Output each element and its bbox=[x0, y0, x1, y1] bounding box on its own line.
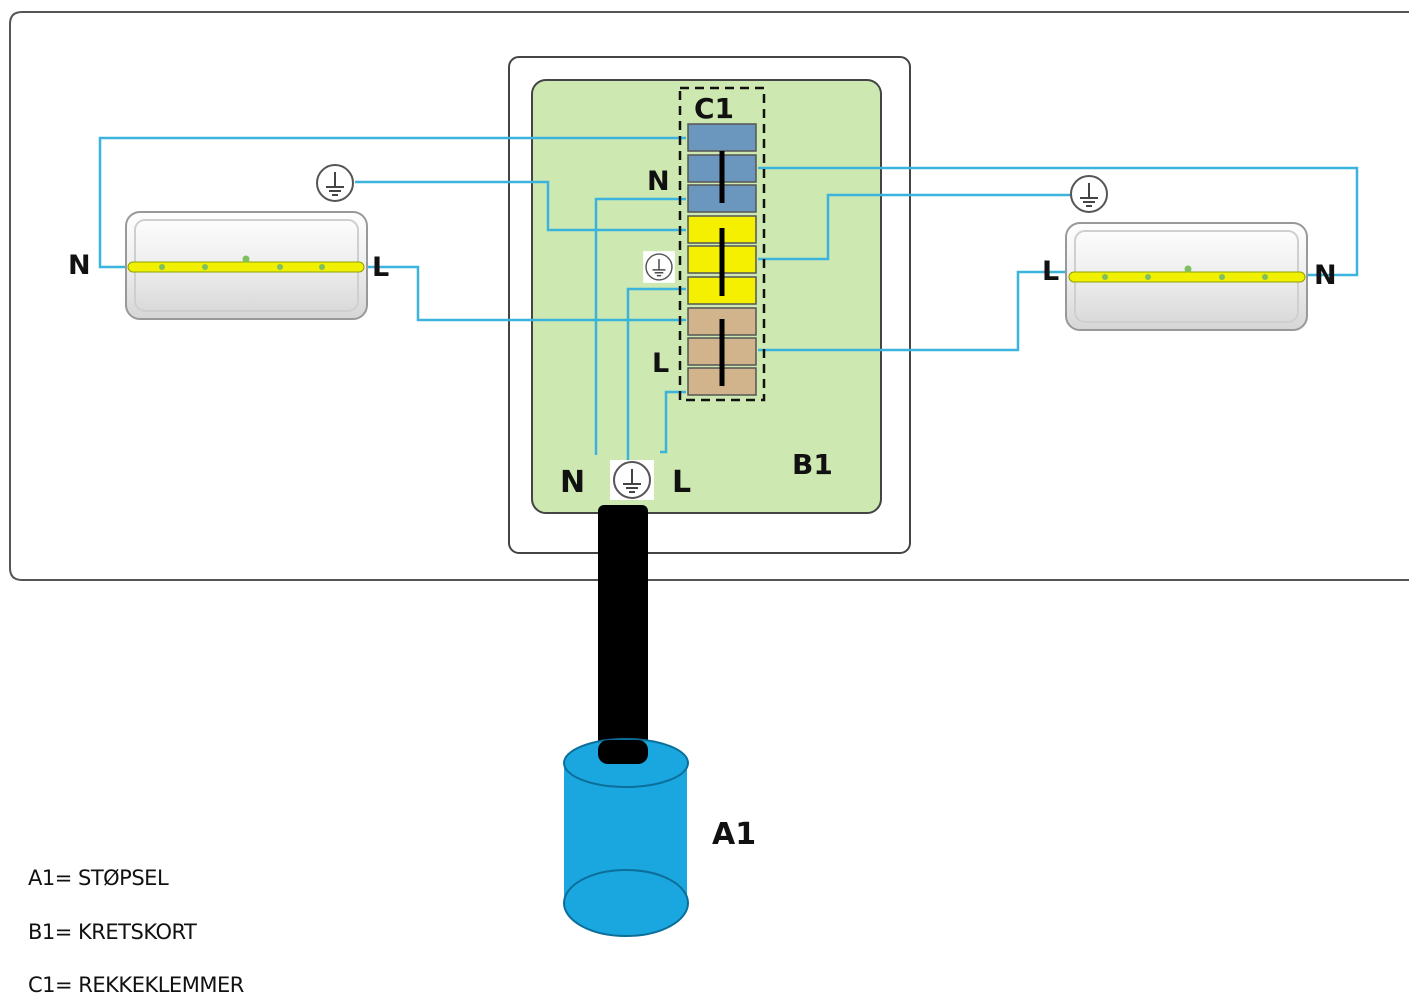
wires bbox=[98, 136, 1359, 465]
earth-ground-icon bbox=[316, 164, 354, 202]
plug-label: A1 bbox=[712, 817, 756, 852]
terminal-block-outline bbox=[678, 86, 766, 402]
right-lamp-l-label: L bbox=[1042, 256, 1059, 287]
left-lamp-n-label: N bbox=[68, 250, 91, 281]
legend-item-c1: C1= REKKEKLEMMER bbox=[28, 973, 244, 997]
earth-ground-icon bbox=[1070, 175, 1108, 213]
left-lamp-l-label: L bbox=[372, 252, 389, 283]
terminal-l-label: L bbox=[652, 348, 669, 379]
right-lamp bbox=[1065, 222, 1308, 331]
power-cable bbox=[598, 505, 648, 762]
plug bbox=[563, 738, 689, 937]
supply-l-label: L bbox=[672, 465, 691, 500]
left-lamp bbox=[125, 211, 368, 320]
supply-n-label: N bbox=[560, 465, 585, 500]
earth-ground-icon bbox=[610, 460, 654, 500]
terminal-n-label: N bbox=[647, 166, 670, 197]
right-lamp-n-label: N bbox=[1314, 260, 1337, 291]
terminal-group-label: C1 bbox=[694, 92, 734, 125]
legend-item-a1: A1= STØPSEL bbox=[28, 866, 169, 890]
earth-ground-icon bbox=[643, 251, 675, 283]
legend-item-b1: B1= KRETSKORT bbox=[28, 920, 197, 944]
board-label: B1 bbox=[792, 448, 833, 481]
